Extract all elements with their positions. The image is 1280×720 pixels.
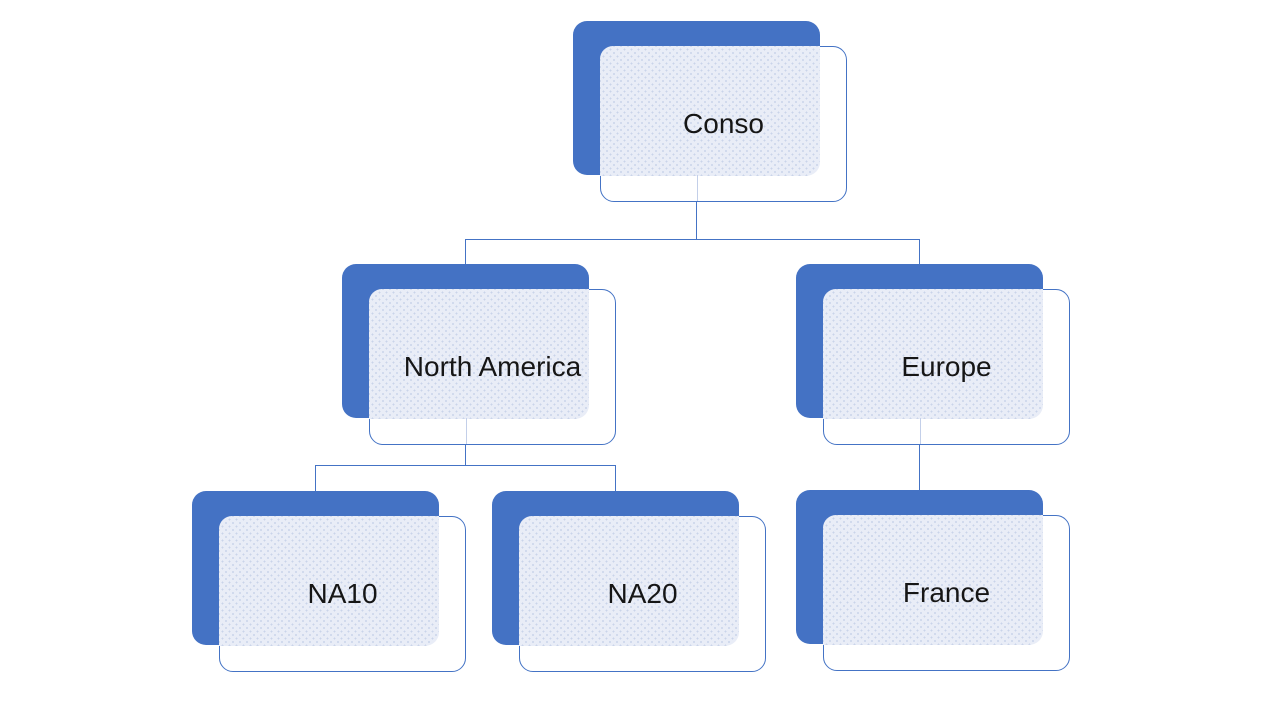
node-tint-fill: [600, 46, 820, 176]
org-node-europe[interactable]: Europe: [796, 264, 1071, 446]
connector-stub: [465, 418, 467, 444]
connector-drop-na10: [315, 465, 317, 493]
node-label: NA10: [307, 578, 378, 610]
connector-root-bus: [465, 239, 920, 241]
node-tint-fill: [519, 516, 739, 646]
node-card-shape: France: [823, 515, 1070, 671]
node-label: North America: [403, 351, 582, 383]
node-card-shape: North America: [369, 289, 616, 445]
node-label: France: [902, 577, 991, 609]
node-tint-fill: [369, 289, 589, 419]
org-node-na20[interactable]: NA20: [492, 491, 767, 673]
connector-drop-north-america: [465, 239, 467, 266]
node-card-shape: NA10: [219, 516, 466, 672]
connector-na-bus: [315, 465, 616, 467]
org-node-north-america[interactable]: North America: [342, 264, 617, 446]
connector-drop-na20: [615, 465, 617, 493]
node-card-shape: Europe: [823, 289, 1070, 445]
org-node-na10[interactable]: NA10: [192, 491, 467, 673]
node-label: Conso: [683, 108, 764, 140]
connector-conso-down: [696, 174, 698, 240]
node-card-shape: Conso: [600, 46, 847, 202]
node-tint-fill: [823, 289, 1043, 419]
node-card-shape: NA20: [519, 516, 766, 672]
connector-stub: [696, 175, 698, 201]
connector-drop-europe: [919, 239, 921, 266]
node-tint-fill: [823, 515, 1043, 645]
org-node-france[interactable]: France: [796, 490, 1071, 672]
node-tint-fill: [219, 516, 439, 646]
node-label: Europe: [901, 351, 992, 383]
org-node-conso[interactable]: Conso: [573, 21, 848, 203]
node-label: NA20: [607, 578, 678, 610]
connector-stub: [919, 418, 921, 444]
connector-europe-france: [919, 416, 921, 492]
